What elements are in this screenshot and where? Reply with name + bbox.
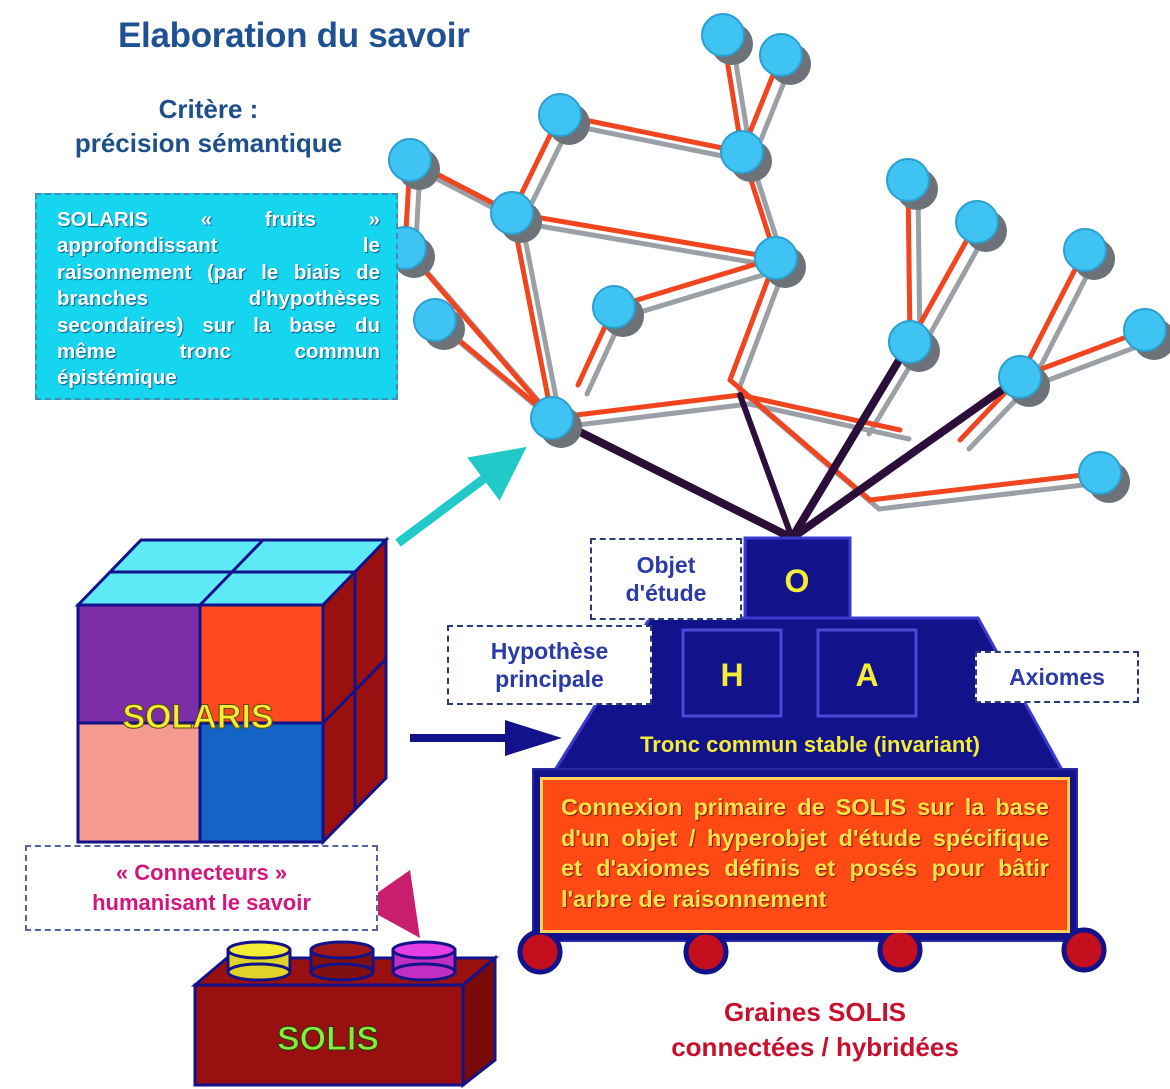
branch xyxy=(611,255,779,310)
seeds-caption-line-2: connectées / hybridées xyxy=(671,1032,959,1062)
seed xyxy=(517,929,563,975)
cube-to-trunk-arrow xyxy=(410,720,562,756)
connectors-caption-line-1: « Connecteurs » xyxy=(115,860,288,885)
object-label-line-2: d'étude xyxy=(625,580,707,606)
branch-shadow xyxy=(746,401,912,442)
cube-to-tree-arrow xyxy=(395,446,527,547)
cube-label: SOLARIS xyxy=(122,698,273,736)
seed xyxy=(1061,927,1107,973)
yellow-stud xyxy=(226,940,292,982)
tree-node xyxy=(759,33,803,77)
tree-node xyxy=(1123,308,1167,352)
branch xyxy=(557,112,745,155)
solis-brick: SOLIS xyxy=(190,940,500,1089)
object-box: O xyxy=(743,536,852,620)
connectors-caption-line-2: humanisant le savoir xyxy=(92,890,311,915)
hypothesis-letter: H xyxy=(720,657,743,693)
fruits-description-box: SOLARIS « fruits » approfondissant le ra… xyxy=(35,193,398,400)
criterion-line-1: Critère : xyxy=(158,94,259,124)
tree-branches xyxy=(402,32,1158,512)
main-trunk-line xyxy=(548,414,796,542)
hypothesis-box xyxy=(681,628,783,718)
branch xyxy=(509,210,555,421)
seed xyxy=(877,927,923,973)
hypothesis-label-line-1: Hypothèse xyxy=(490,638,609,664)
main-trunk-line xyxy=(788,338,914,542)
tree-node xyxy=(888,320,932,364)
branch-shadow xyxy=(876,479,1112,512)
branch xyxy=(737,392,903,433)
branch xyxy=(1017,247,1088,380)
criterion-label: Critère : précision sémantique xyxy=(36,92,381,160)
branch xyxy=(907,219,980,345)
tree-node xyxy=(538,93,582,137)
tree-node xyxy=(1063,228,1107,272)
branch-shadow xyxy=(519,220,789,271)
brick-label: SOLIS xyxy=(277,1020,379,1058)
object-label-line-1: Objet xyxy=(636,552,696,578)
tree-node xyxy=(720,130,764,174)
trunk-trapezoid: H A Tronc commun stable (invariant) xyxy=(552,616,1065,772)
branch-shadow xyxy=(621,265,789,320)
branch-shadow xyxy=(519,220,565,431)
tree-node xyxy=(701,13,745,57)
axioms-box xyxy=(816,628,918,718)
axioms-letter: A xyxy=(855,657,878,693)
tree-node xyxy=(998,355,1042,399)
criterion-line-2: précision sémantique xyxy=(74,128,343,158)
main-trunk-line xyxy=(788,373,1024,542)
tree-node xyxy=(388,138,432,182)
connectors-caption-box: « Connecteurs » humanisant le savoir xyxy=(25,845,378,931)
branch xyxy=(402,245,555,421)
tree-node xyxy=(886,158,930,202)
main-trunk-line xyxy=(737,392,795,541)
branch-shadow xyxy=(1027,257,1098,390)
hypothesis-label: Hypothèse principale xyxy=(447,625,652,705)
tree-node xyxy=(413,298,457,342)
connexion-description-box: Connexion primaire de SOLIS sur la base … xyxy=(540,777,1070,933)
branch-shadow xyxy=(558,401,752,430)
magenta-stud xyxy=(391,940,457,982)
tree-node xyxy=(490,191,534,235)
tree-main-trunks xyxy=(548,338,1024,542)
solaris-cube: SOLARIS xyxy=(74,536,390,846)
tree-node xyxy=(592,285,636,329)
seeds-caption: Graines SOLIS connectées / hybridées xyxy=(610,995,1020,1065)
branch xyxy=(727,377,873,503)
tree-node xyxy=(955,200,999,244)
branch-shadow xyxy=(736,264,788,392)
axioms-label: Axiomes xyxy=(975,651,1139,703)
object-letter: O xyxy=(785,563,810,599)
seeds-caption-line-1: Graines SOLIS xyxy=(723,997,907,1027)
tree-nodes xyxy=(383,13,1170,503)
page-title: Elaboration du savoir xyxy=(118,16,470,55)
branch xyxy=(509,210,779,261)
connector-pointer-arrow xyxy=(360,870,420,938)
branch xyxy=(549,392,743,421)
seed xyxy=(683,929,729,975)
hypothesis-label-line-2: principale xyxy=(495,666,604,692)
trunk-base-label: Tronc commun stable (invariant) xyxy=(640,732,980,757)
tree-node xyxy=(530,396,574,440)
tree-node xyxy=(754,236,798,280)
red-stud xyxy=(309,940,375,982)
object-label: Objet d'étude xyxy=(590,538,742,620)
tree-node xyxy=(1078,451,1122,495)
branch xyxy=(867,470,1103,503)
branch-shadow xyxy=(917,229,990,355)
